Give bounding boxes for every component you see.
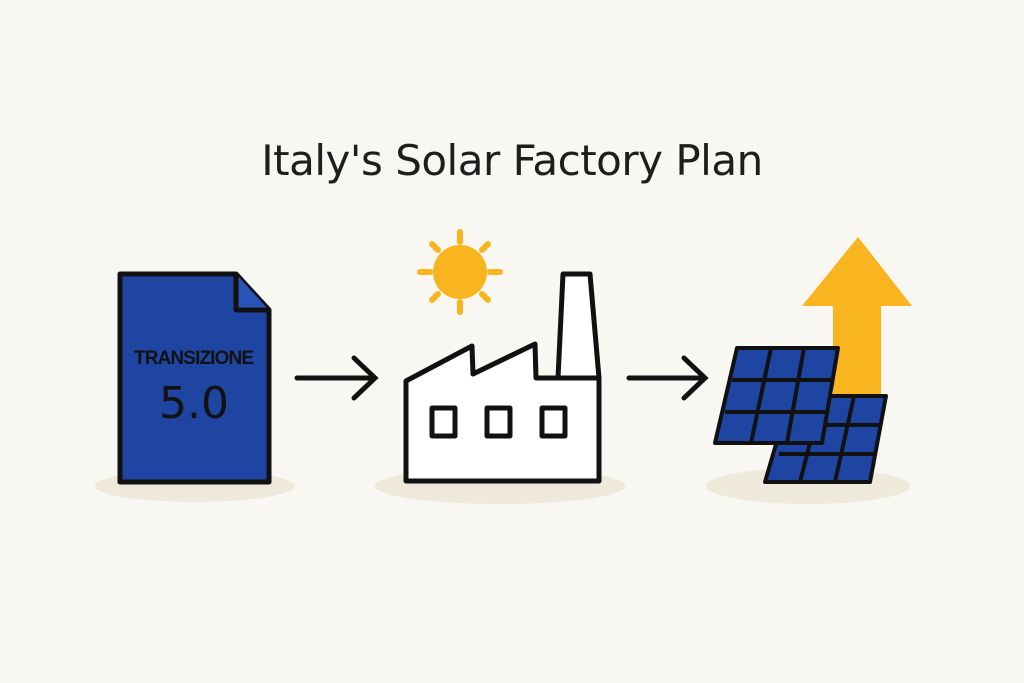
arrow-right-icon — [626, 355, 709, 401]
growth-arrow-icon — [802, 237, 912, 405]
arrow-right-icon — [294, 355, 379, 401]
document-line2: 5.0 — [159, 378, 229, 429]
diagram-title: Italy's Solar Factory Plan — [261, 136, 763, 185]
document-icon: TRANSIZIONE 5.0 — [117, 271, 272, 485]
document-line1: TRANSIZIONE — [134, 348, 254, 369]
sun-icon — [417, 229, 503, 315]
solar-panel-icon — [713, 346, 888, 484]
factory-icon — [403, 271, 602, 484]
solar-panel-front — [713, 346, 840, 445]
